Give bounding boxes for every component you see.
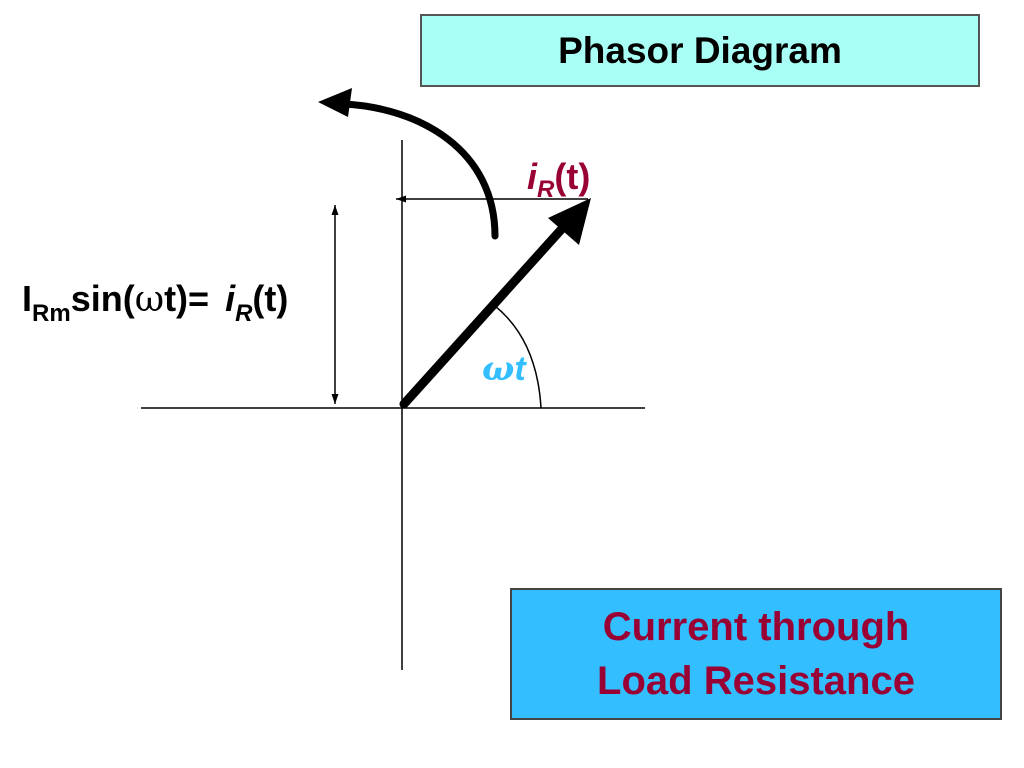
equation-var: i bbox=[225, 278, 236, 319]
angle-arc bbox=[494, 305, 542, 409]
equation-I: I bbox=[22, 278, 32, 319]
equation-func: sin( bbox=[71, 278, 135, 319]
diagram-title: Phasor Diagram bbox=[558, 29, 842, 71]
equation-var-arg: (t) bbox=[252, 278, 288, 319]
caption-line-2: Load Resistance bbox=[597, 659, 915, 703]
phasor-label: iR(t) bbox=[527, 156, 590, 203]
phasor-arrowhead bbox=[548, 198, 591, 245]
title-box: Phasor Diagram bbox=[420, 14, 980, 87]
equation-rest: t)= bbox=[164, 278, 209, 319]
angle-label-t: t bbox=[514, 350, 527, 388]
phasor-label-arg: (t) bbox=[554, 156, 590, 197]
caption-line-1: Current through bbox=[602, 605, 910, 649]
equation-omega: ω bbox=[135, 279, 164, 320]
equation-sub: Rm bbox=[32, 300, 71, 327]
phasor-label-var: i bbox=[527, 156, 538, 197]
rotation-arrow bbox=[340, 100, 499, 240]
caption-box: Current through Load Resistance bbox=[510, 588, 1002, 720]
rotation-arrowhead bbox=[318, 88, 352, 117]
equation-label: IRmsin(ωt)= iR(t) bbox=[22, 278, 288, 327]
equation-var-sub: R bbox=[235, 300, 253, 327]
angle-label: ωt bbox=[482, 349, 527, 389]
phasor-shaft bbox=[399, 217, 573, 409]
phasor-label-sub: R bbox=[537, 176, 555, 203]
angle-label-omega: ω bbox=[482, 349, 514, 389]
